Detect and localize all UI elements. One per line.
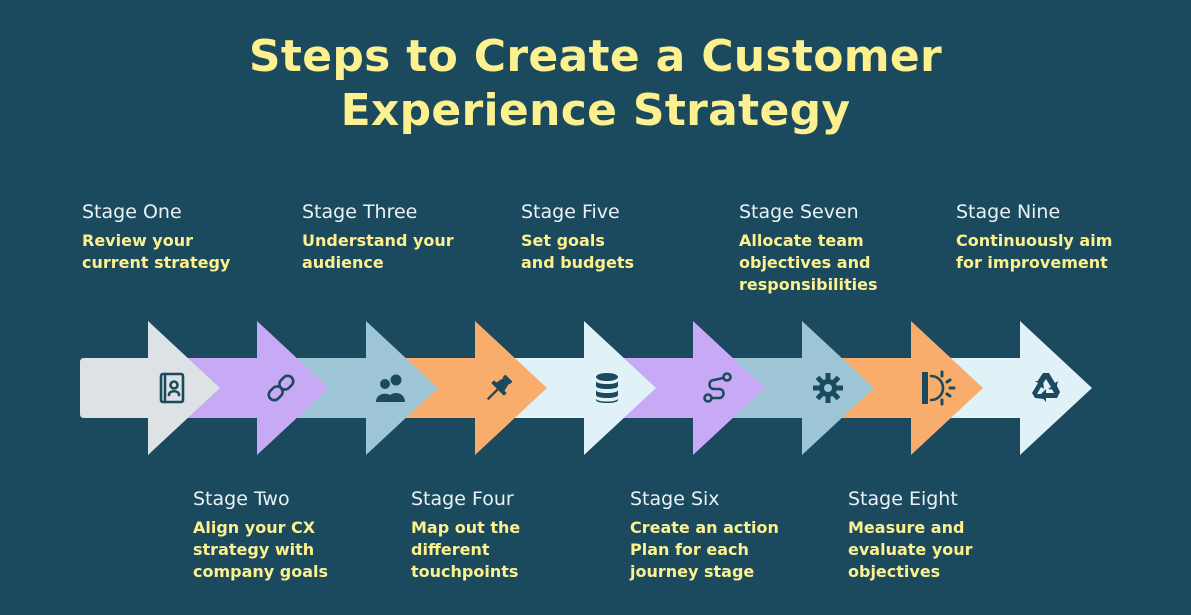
stage-3-arrow	[257, 321, 438, 455]
stage-1-arrow	[80, 321, 220, 455]
stage-4-desc-line: Map out the	[411, 518, 521, 537]
stage-7-label: Stage Seven	[739, 201, 859, 223]
stage-6-arrow	[584, 321, 765, 455]
stage-8-desc-line: objectives	[848, 562, 941, 581]
stage-3-label: Stage Three	[302, 201, 418, 223]
stage-3-desc: Understand your audience	[302, 230, 502, 274]
stage-8-label: Stage Eight	[848, 488, 958, 510]
stage-7-desc-line: objectives and	[739, 253, 871, 272]
link-icon	[267, 374, 295, 402]
stage-4-label: Stage Four	[411, 488, 514, 510]
stage-1-desc-line: Review your	[82, 231, 193, 250]
stage-9-label: Stage Nine	[956, 201, 1061, 223]
gear-icon	[813, 373, 843, 403]
pushpin-icon	[486, 374, 513, 401]
contact-book-icon	[159, 372, 185, 404]
stage-8-arrow	[802, 321, 983, 455]
stage-7-desc: Allocate team objectives and responsibil…	[739, 230, 939, 296]
stage-2-arrow	[148, 321, 329, 455]
stage-1-desc: Review your current strategy	[82, 230, 282, 274]
stage-4-text: Stage Four Map out the different touchpo…	[411, 487, 611, 583]
stage-4-desc: Map out the different touchpoints	[411, 517, 611, 583]
stage-6-text: Stage Six Create an action Plan for each…	[630, 487, 830, 583]
recycle-icon	[1032, 373, 1060, 402]
stage-1-text: Stage One Review your current strategy	[82, 200, 282, 274]
stage-7-arrow	[693, 321, 874, 455]
stage-9-text: Stage Nine Continuously aim for improvem…	[956, 200, 1156, 274]
users-icon	[376, 374, 405, 402]
stage-4-arrow	[366, 321, 547, 455]
stage-6-desc: Create an action Plan for each journey s…	[630, 517, 830, 583]
stage-2-desc-line: strategy with	[193, 540, 315, 559]
stage-2-text: Stage Two Align your CX strategy with co…	[193, 487, 393, 583]
stage-8-desc-line: Measure and	[848, 518, 965, 537]
stage-3-desc-line: audience	[302, 253, 384, 272]
stage-1-label: Stage One	[82, 201, 182, 223]
stage-9-desc: Continuously aim for improvement	[956, 230, 1156, 274]
ruler-gear-icon	[922, 370, 956, 406]
stage-9-desc-line: for improvement	[956, 253, 1108, 272]
stage-9-arrow	[911, 321, 1092, 455]
page-title: Steps to Create a Customer Experience St…	[0, 30, 1191, 138]
stage-6-label: Stage Six	[630, 488, 720, 510]
stage-2-desc-line: Align your CX	[193, 518, 316, 537]
title-line-2: Experience Strategy	[340, 85, 851, 136]
stage-5-desc-line: Set goals	[521, 231, 605, 250]
stage-5-desc: Set goals and budgets	[521, 230, 721, 274]
stage-5-text: Stage Five Set goals and budgets	[521, 200, 721, 274]
stage-6-desc-line: Plan for each	[630, 540, 749, 559]
stage-5-arrow	[475, 321, 656, 455]
stage-7-desc-line: responsibilities	[739, 275, 878, 294]
stage-2-desc: Align your CX strategy with company goal…	[193, 517, 393, 583]
stage-4-desc-line: different	[411, 540, 490, 559]
stage-1-desc-line: current strategy	[82, 253, 231, 272]
stage-7-text: Stage Seven Allocate team objectives and…	[739, 200, 939, 296]
stage-3-desc-line: Understand your	[302, 231, 454, 250]
stage-5-desc-line: and budgets	[521, 253, 634, 272]
title-line-1: Steps to Create a Customer	[248, 31, 943, 82]
stage-2-desc-line: company goals	[193, 562, 329, 581]
database-icon	[596, 373, 618, 403]
stage-3-text: Stage Three Understand your audience	[302, 200, 502, 274]
stage-8-desc-line: evaluate your	[848, 540, 973, 559]
stage-6-desc-line: journey stage	[630, 562, 755, 581]
route-icon	[703, 372, 732, 403]
stage-4-desc-line: touchpoints	[411, 562, 519, 581]
stage-8-text: Stage Eight Measure and evaluate your ob…	[848, 487, 1048, 583]
stage-5-label: Stage Five	[521, 201, 620, 223]
stage-2-label: Stage Two	[193, 488, 290, 510]
stage-7-desc-line: Allocate team	[739, 231, 864, 250]
stage-9-desc-line: Continuously aim	[956, 231, 1113, 250]
stage-6-desc-line: Create an action	[630, 518, 779, 537]
stage-8-desc: Measure and evaluate your objectives	[848, 517, 1048, 583]
